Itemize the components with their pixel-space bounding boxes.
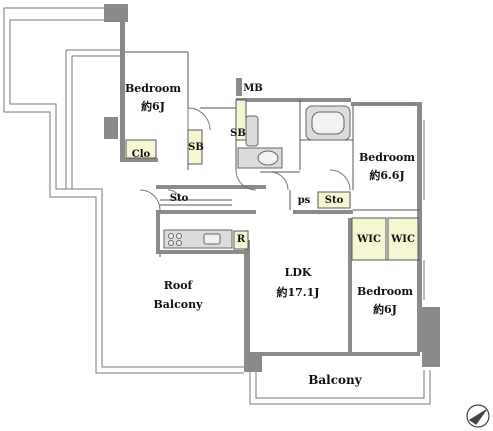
bedroom-nw-size: 約6J (141, 100, 165, 113)
roof-balcony-line2: Balcony (153, 298, 203, 311)
sb-lower-label: SB (188, 142, 204, 153)
clo-label: Clo (131, 149, 151, 160)
door-swings (139, 107, 351, 211)
r-label: R (236, 234, 246, 245)
bedroom-e-size: 約6.6J (369, 169, 405, 182)
wic-right-label: WIC (391, 234, 415, 245)
mb-label: MB (243, 83, 263, 94)
roof-balcony-line1: Roof (163, 279, 193, 292)
wic-left-label: WIC (357, 234, 381, 245)
bedroom-nw-name: Bedroom (124, 82, 182, 95)
north-arrow-icon (466, 404, 490, 428)
sto-right-label: Sto (324, 195, 344, 206)
ps-label: ps (297, 195, 311, 206)
walls (104, 4, 440, 372)
balcony-name: Balcony (308, 373, 362, 387)
storage-fills (125, 99, 419, 261)
windows (360, 103, 425, 300)
bedroom-se-size: 約6J (373, 303, 397, 316)
ldk-size: 約17.1J (276, 286, 320, 299)
roof-balcony-outline (3, 7, 244, 374)
sto-left-label: Sto (169, 193, 189, 204)
ldk-name: LDK (284, 266, 312, 279)
sb-upper-label: SB (230, 128, 246, 139)
balcony-outline (249, 370, 431, 405)
fixtures (163, 105, 351, 249)
bedroom-se-name: Bedroom (356, 285, 414, 298)
bedroom-e-name: Bedroom (358, 151, 416, 164)
